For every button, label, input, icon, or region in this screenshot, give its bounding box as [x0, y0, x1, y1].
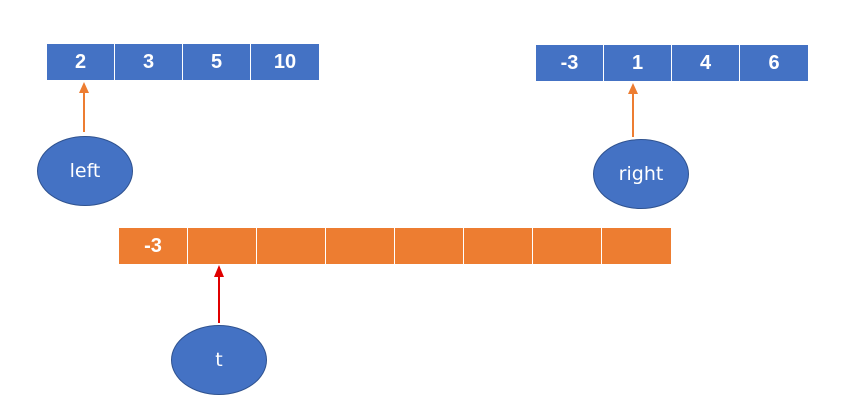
- temp-array-cell-6: [533, 228, 602, 264]
- temp-array-cell-1: [188, 228, 257, 264]
- left-array-cell-2: 5: [183, 44, 251, 80]
- right-array: -3 1 4 6: [536, 45, 808, 81]
- right-pointer-arrow: [628, 83, 638, 137]
- t-pointer-node: t: [171, 325, 267, 395]
- left-pointer-arrow: [79, 82, 89, 132]
- left-pointer-node: left: [37, 136, 133, 206]
- temp-array-cell-0: -3: [119, 228, 188, 264]
- right-array-cell-2: 4: [672, 45, 740, 81]
- right-array-cell-3: 6: [740, 45, 808, 81]
- left-array-cell-3: 10: [251, 44, 319, 80]
- temp-array-cell-5: [464, 228, 533, 264]
- temp-array-cell-3: [326, 228, 395, 264]
- temp-array-cell-7: [602, 228, 671, 264]
- left-array-cell-1: 3: [115, 44, 183, 80]
- temp-array-cell-4: [395, 228, 464, 264]
- temp-array-cell-2: [257, 228, 326, 264]
- right-pointer-node: right: [593, 139, 689, 209]
- right-array-cell-0: -3: [536, 45, 604, 81]
- temp-array: -3: [119, 228, 671, 264]
- t-pointer-arrow: [214, 265, 224, 323]
- left-array: 2 3 5 10: [47, 44, 319, 80]
- right-array-cell-1: 1: [604, 45, 672, 81]
- left-array-cell-0: 2: [47, 44, 115, 80]
